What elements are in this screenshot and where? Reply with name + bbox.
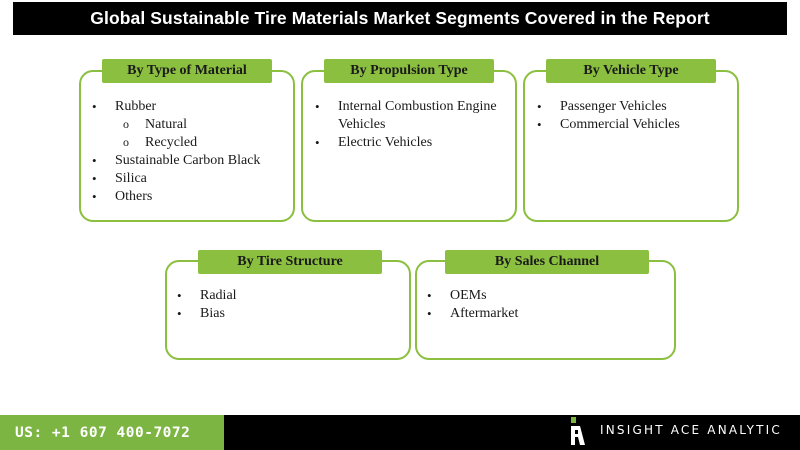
segment-heading-vehicle-type: By Vehicle Type (546, 59, 716, 83)
list-subitem: Recycled (92, 133, 292, 152)
page-title: Global Sustainable Tire Materials Market… (13, 2, 787, 35)
list-item: Sustainable Carbon Black (92, 152, 292, 170)
list-item: Internal Combustion Engine Vehicles (315, 98, 505, 134)
list-item: Bias (177, 305, 377, 323)
list-item: Radial (177, 287, 377, 305)
segment-heading-tire-structure: By Tire Structure (198, 250, 382, 274)
segment-heading-sales-channel: By Sales Channel (445, 250, 649, 274)
list-item: Electric Vehicles (315, 134, 505, 152)
list-item: OEMs (427, 287, 627, 305)
segment-list-vehicle-type: Passenger Vehicles Commercial Vehicles (537, 98, 732, 134)
segment-list-propulsion-type: Internal Combustion Engine Vehicles Elec… (315, 98, 505, 152)
segment-heading-type-of-material: By Type of Material (102, 59, 272, 83)
list-item: Aftermarket (427, 305, 627, 323)
brand-name: INSIGHT ACE ANALYTIC (600, 423, 782, 437)
segment-list-type-of-material: Rubber Natural Recycled Sustainable Carb… (92, 98, 292, 206)
footer-brand-bar (224, 415, 800, 450)
list-item: Silica (92, 170, 292, 188)
segment-list-tire-structure: Radial Bias (177, 287, 377, 323)
list-item: Passenger Vehicles (537, 98, 732, 116)
segment-heading-propulsion-type: By Propulsion Type (324, 59, 494, 83)
insight-ace-logo-icon (571, 417, 585, 445)
footer-phone: US: +1 607 400-7072 (0, 415, 224, 450)
list-item: Rubber (92, 98, 292, 116)
list-subitem: Natural (92, 115, 292, 134)
list-item: Others (92, 188, 292, 206)
segment-list-sales-channel: OEMs Aftermarket (427, 287, 627, 323)
segment-box-vehicle-type (523, 70, 739, 222)
list-item: Commercial Vehicles (537, 116, 732, 134)
